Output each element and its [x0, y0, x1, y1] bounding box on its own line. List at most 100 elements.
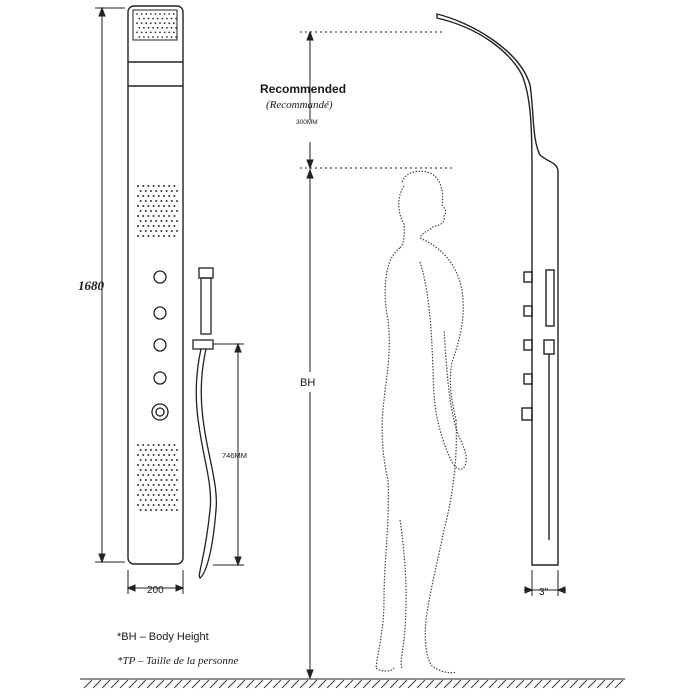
hatch-line: [200, 679, 210, 689]
nozzle-dot: [143, 17, 145, 20]
hatch-line: [137, 679, 147, 689]
side-mixer-knob: [521, 407, 533, 421]
hatch-line: [326, 679, 336, 689]
nozzle-dot: [170, 459, 173, 461]
nozzle-dot: [170, 17, 173, 20]
height-dimension: [95, 6, 125, 564]
side-knob-2: [523, 305, 533, 317]
nozzle-dot: [147, 185, 150, 187]
nozzle-dot: [176, 230, 178, 232]
depth-dimension: [524, 570, 566, 596]
nozzle-dot: [150, 469, 152, 471]
nozzle-dot: [161, 36, 164, 38]
nozzle-dot: [137, 454, 139, 456]
nozzle-dot: [138, 17, 141, 20]
nozzle-dot: [165, 230, 168, 232]
nozzle-dot: [152, 36, 155, 38]
nozzle-dot: [142, 235, 145, 237]
hatch-line: [362, 679, 372, 689]
nozzle-dot: [150, 220, 152, 222]
nozzle-dot: [160, 190, 163, 192]
nozzle-dot: [176, 190, 178, 192]
nozzle-dot: [160, 220, 163, 222]
nozzle-dot: [175, 17, 178, 20]
nozzle-dot: [168, 205, 171, 207]
panel-height-label: 1680: [78, 278, 105, 293]
rain-head-nozzles: [136, 13, 178, 38]
nozzle-dot: [149, 13, 152, 15]
nozzle-dot: [172, 22, 175, 25]
nozzle-dot: [166, 26, 168, 29]
nozzle-dot: [175, 26, 178, 29]
nozzle-dot: [165, 190, 168, 192]
knob-4-icon: [153, 371, 167, 385]
hatch-line: [191, 679, 201, 689]
nozzle-dot: [152, 444, 155, 446]
nozzle-dot: [159, 13, 161, 15]
nozzle-dot: [157, 444, 160, 446]
nozzle-dot: [173, 474, 176, 476]
recommended-fr-label: (Recommandé): [266, 99, 333, 111]
nozzle-dot: [157, 504, 160, 506]
nozzle-dot: [142, 205, 145, 207]
nozzle-dot: [176, 509, 178, 511]
hatch-line: [497, 679, 507, 689]
nozzle-dot: [157, 225, 160, 227]
nozzle-dot: [170, 449, 173, 451]
nozzle-dot: [176, 210, 178, 212]
nozzle-dot: [155, 509, 158, 511]
nozzle-dot: [139, 489, 142, 491]
nozzle-dot: [137, 225, 139, 227]
nozzle-dot: [176, 449, 178, 451]
nozzle-dot: [145, 13, 148, 15]
hatch-line: [92, 679, 102, 689]
hatch-line: [524, 679, 534, 689]
nozzle-dot: [156, 36, 159, 38]
nozzle-dot: [139, 499, 142, 501]
nozzle-dot: [137, 215, 139, 217]
nozzle-dot: [139, 190, 142, 192]
hatch-line: [515, 679, 525, 689]
hatch-line: [146, 679, 156, 689]
nozzle-dot: [163, 504, 165, 506]
nozzle-dot: [144, 220, 147, 222]
hatch-line: [578, 679, 588, 689]
nozzle-dot: [168, 185, 171, 187]
nozzle-dot: [173, 205, 176, 207]
nozzle-dot: [168, 195, 171, 197]
hatch-line: [398, 679, 408, 689]
human-figure: [375, 170, 467, 674]
nozzle-dot: [155, 459, 158, 461]
nozzle-dot: [176, 499, 178, 501]
nozzle-dot: [139, 479, 142, 481]
panel-body: [127, 5, 184, 565]
nozzle-dot: [147, 36, 150, 38]
hatch-line: [155, 679, 165, 689]
nozzle-dot: [161, 26, 164, 29]
hatch-line: [209, 679, 219, 689]
mixer-knob-icon: [151, 403, 169, 421]
nozzle-dot: [139, 200, 142, 202]
nozzle-dot: [170, 220, 173, 222]
nozzle-dot: [144, 459, 147, 461]
nozzle-dot: [145, 31, 148, 34]
nozzle-dot: [160, 469, 163, 471]
nozzle-dot: [137, 195, 139, 197]
nozzle-dot: [173, 484, 176, 486]
hatch-line: [443, 679, 453, 689]
nozzle-dot: [152, 17, 155, 20]
nozzle-dot: [160, 509, 163, 511]
nozzle-dot: [168, 215, 171, 217]
side-hand-shower: [545, 269, 555, 327]
nozzle-dot: [168, 504, 171, 506]
nozzle-dot: [155, 230, 158, 232]
hatch-line: [416, 679, 426, 689]
nozzle-dot: [150, 190, 152, 192]
nozzle-dot: [160, 479, 163, 481]
depth-label: 3": [539, 587, 549, 598]
nozzle-dot: [176, 469, 178, 471]
nozzle-dot: [144, 499, 147, 501]
nozzle-dot: [152, 195, 155, 197]
nozzle-dot: [139, 509, 142, 511]
hatch-line: [317, 679, 327, 689]
